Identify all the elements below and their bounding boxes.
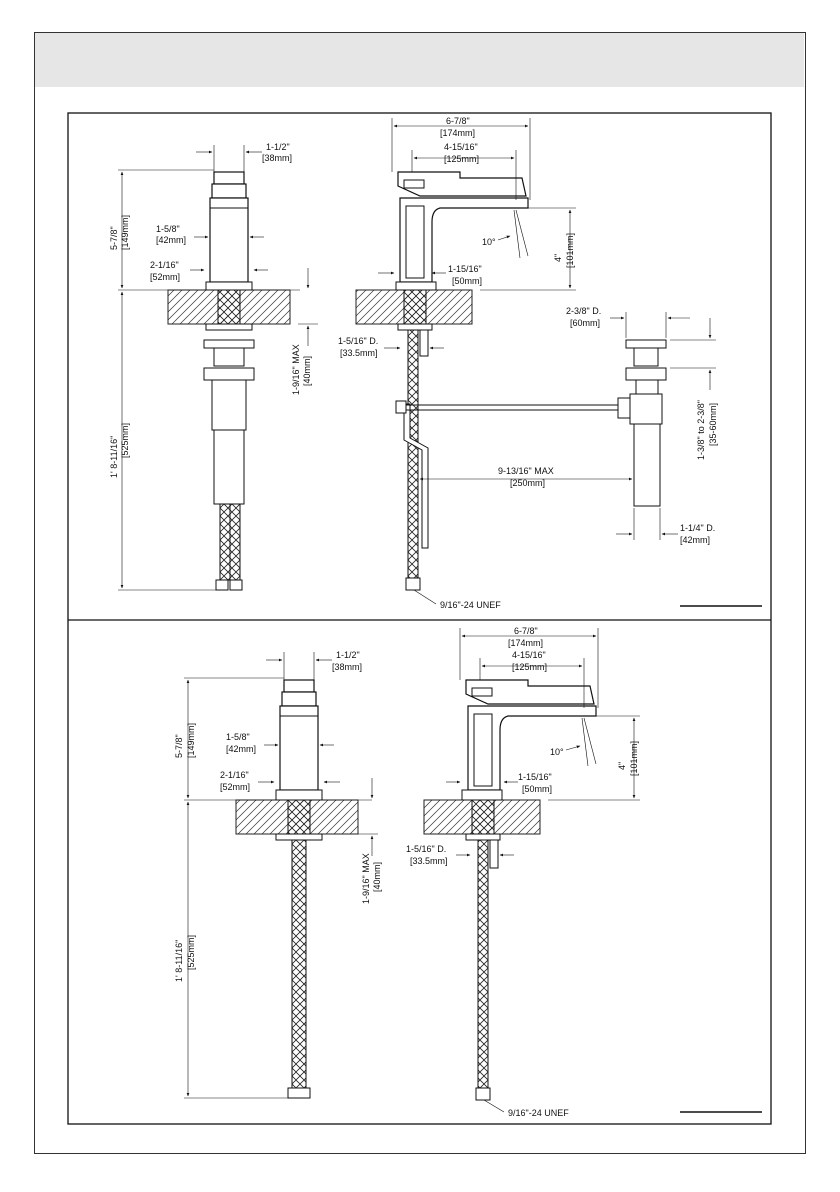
label-hose-length: 1' 8-11/16": [174, 940, 184, 982]
label-body-width: 1-1/2": [336, 650, 360, 660]
label-tail-dia: 1-1/4" D.: [680, 523, 715, 533]
label-hole-dia: 1-5/16" D.: [338, 336, 378, 346]
label-reach-mm: [125mm]: [512, 662, 547, 672]
label-body-width-mm: [38mm]: [332, 662, 362, 672]
label-height: 5-7/8": [174, 734, 184, 758]
label-body-dia-mm: [42mm]: [156, 235, 186, 245]
label-body-width-mm: [38mm]: [262, 153, 292, 163]
label-deck-max-mm: [40mm]: [302, 356, 312, 386]
label-hose-length: 1' 8-11/16": [109, 436, 119, 478]
label-drain-range-mm: [35-60mm]: [708, 403, 718, 446]
drain-tailpiece: [633, 423, 661, 507]
label-overall-mm: [174mm]: [440, 128, 475, 138]
label-drain-range: 1-3/8" to 2-3/8": [696, 400, 706, 460]
label-hose-length-mm: [525mm]: [186, 935, 196, 970]
label-deck-max: 1-9/16" MAX: [291, 344, 301, 395]
label-angle: 10°: [482, 237, 496, 247]
label-hole-dia-mm: [33.5mm]: [340, 348, 378, 358]
handle: [465, 679, 595, 705]
label-body-dia: 1-5/8": [156, 224, 180, 234]
label-thread: 9/16"-24 UNEF: [508, 1108, 569, 1118]
faucet-body: [279, 705, 319, 791]
drawing-frame: [67, 112, 772, 1125]
label-reach: 4-15/16": [444, 142, 478, 152]
label-deck-max-mm: [40mm]: [372, 862, 382, 892]
spout: [467, 705, 597, 791]
label-spout-height-mm: [101mm]: [629, 741, 639, 776]
label-drain-max: 9-13/16" MAX: [498, 466, 554, 476]
label-body-dia: 1-5/8": [226, 732, 250, 742]
label-hose-length-mm: [525mm]: [120, 423, 130, 458]
supply-hose: [291, 839, 307, 1091]
label-base-dia: 2-1/16": [220, 770, 249, 780]
label-body-width: 1-1/2": [266, 142, 290, 152]
label-base-dia-mm: [52mm]: [220, 782, 250, 792]
label-body-dia-mm: [42mm]: [226, 744, 256, 754]
label-spout-height: 4": [617, 762, 627, 770]
label-overall: 6-7/8": [514, 626, 538, 636]
label-flange-dia: 2-3/8" D.: [566, 306, 601, 316]
label-reach-mm: [125mm]: [444, 154, 479, 164]
label-spout-height-mm: [101mm]: [565, 233, 575, 268]
label-hole-dia-mm: [33.5mm]: [410, 856, 448, 866]
label-tail-dia-mm: [42mm]: [680, 535, 710, 545]
bottom-side-view: 1-1/2" [38mm] 1-5/8" [42mm] 2-1/16" [52m…: [174, 650, 382, 1099]
top-front-view: 6-7/8" [174mm] 4-15/16" [125mm] 10° 4" […: [338, 116, 716, 610]
label-height: 5-7/8": [109, 226, 119, 250]
label-spout-height: 4": [553, 254, 563, 262]
label-base-dia-mm: [52mm]: [150, 272, 180, 282]
label-height-mm: [149mm]: [186, 723, 196, 758]
bottom-front-view: 6-7/8" [174mm] 4-15/16" [125mm] 10° 4" […: [406, 626, 640, 1118]
label-shank: 1-15/16": [518, 772, 552, 782]
handle: [397, 171, 527, 197]
supply-hose: [477, 839, 489, 1089]
label-overall: 6-7/8": [446, 116, 470, 126]
supply-hose: [407, 329, 419, 579]
label-hole-dia: 1-5/16" D.: [406, 844, 446, 854]
label-drain-max-mm: [250mm]: [510, 478, 545, 488]
label-angle: 10°: [550, 747, 564, 757]
label-shank: 1-15/16": [448, 264, 482, 274]
top-drain-labels: 2-3/8" D. [60mm] 1-3/8" to 2-3/8" [35-60…: [566, 306, 718, 545]
top-side-view: 1-1/2" [38mm] 1-5/8" [42mm] 2-1/16" [52m…: [109, 142, 318, 591]
label-reach: 4-15/16": [512, 650, 546, 660]
label-deck-max: 1-9/16" MAX: [361, 853, 371, 904]
label-overall-mm: [174mm]: [508, 638, 543, 648]
label-base-dia: 2-1/16": [150, 260, 179, 270]
spout: [399, 197, 529, 283]
header-band: [35, 33, 804, 87]
label-shank-mm: [50mm]: [452, 276, 482, 286]
label-flange-dia-mm: [60mm]: [570, 318, 600, 328]
label-shank-mm: [50mm]: [522, 784, 552, 794]
label-thread: 9/16"-24 UNEF: [440, 600, 501, 610]
label-height-mm: [149mm]: [120, 215, 130, 250]
faucet-body: [209, 197, 249, 283]
